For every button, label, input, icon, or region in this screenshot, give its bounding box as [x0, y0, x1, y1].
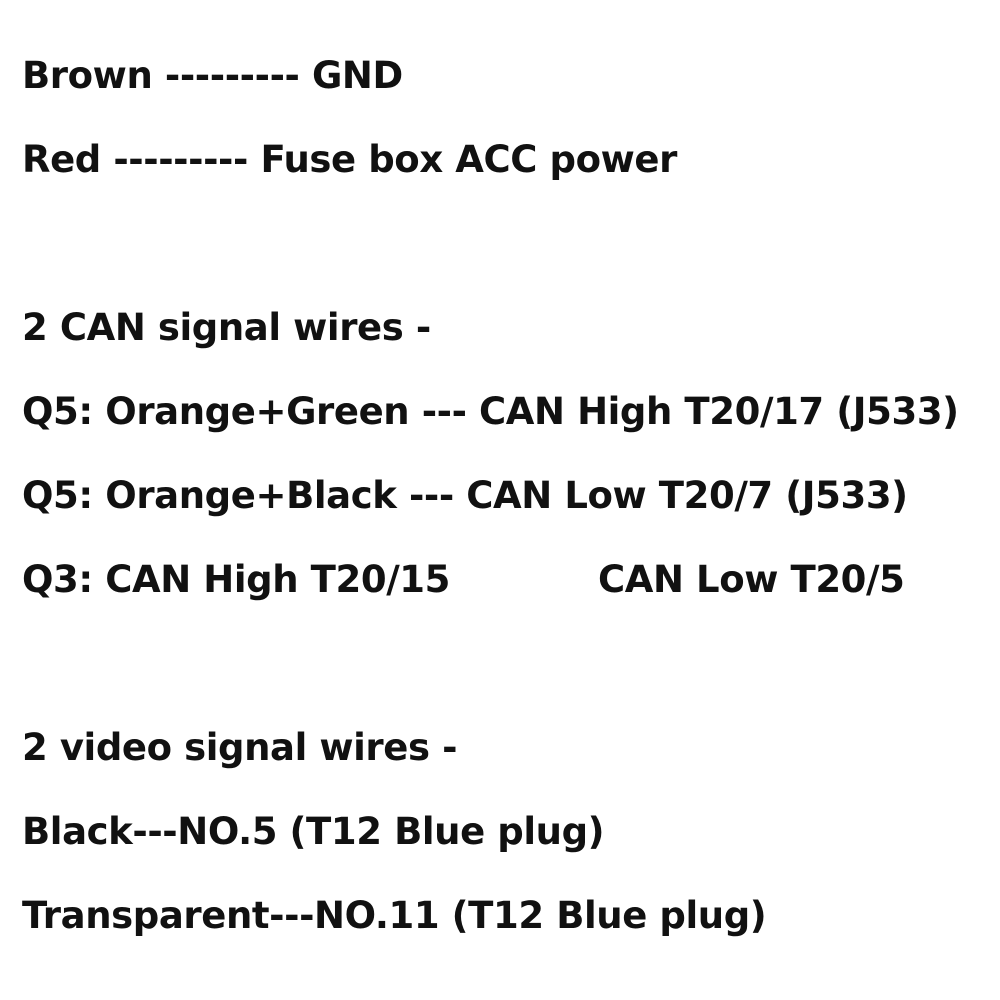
- q5-can-low-line: Q5: Orange+Black --- CAN Low T20/7 (J533…: [22, 474, 908, 517]
- q5-can-high-line: Q5: Orange+Green --- CAN High T20/17 (J5…: [22, 390, 959, 433]
- wiring-instructions: Brown --------- GND Red --------- Fuse b…: [22, 0, 997, 1000]
- black-video-wire-line: Black---NO.5 (T12 Blue plug): [22, 810, 605, 853]
- transparent-video-wire-line: Transparent---NO.11 (T12 Blue plug): [22, 894, 767, 937]
- red-wire-line: Red --------- Fuse box ACC power: [22, 138, 677, 181]
- can-section-heading: 2 CAN signal wires -: [22, 306, 431, 349]
- brown-wire-line: Brown --------- GND: [22, 54, 403, 97]
- q3-can-line: Q3: CAN High T20/15 CAN Low T20/5: [22, 558, 905, 602]
- q3-can-low-text: CAN Low T20/5: [598, 558, 905, 601]
- video-section-heading: 2 video signal wires -: [22, 726, 458, 769]
- q3-can-high-text: Q3: CAN High T20/15: [22, 558, 450, 601]
